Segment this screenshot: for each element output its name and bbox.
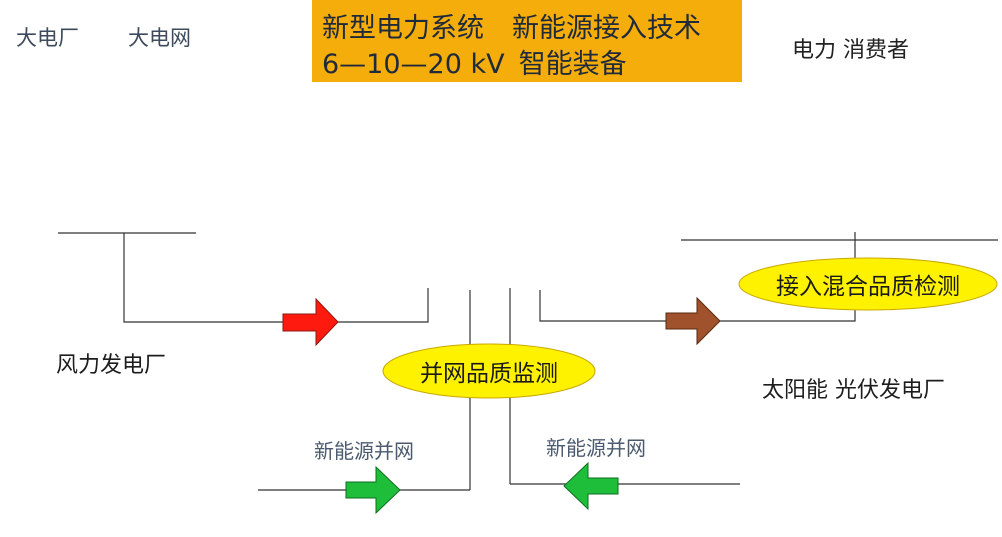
big-power-plant-label: 大电厂 <box>16 26 79 50</box>
green-arrow-right-icon <box>563 461 619 511</box>
right-grid-connection-label: 新能源并网 <box>546 436 646 460</box>
solar-plant-label: 太阳能 光伏发电厂 <box>762 378 945 403</box>
wind-plant-label: 风力发电厂 <box>56 353 167 378</box>
title-box: 新型电力系统新能源接入技术 6—10—20 kV 智能装备 <box>312 0 742 82</box>
hybrid-quality-label: 接入混合品质检测 <box>776 274 960 300</box>
title-line-1: 新型电力系统新能源接入技术 <box>322 6 701 45</box>
hybrid-quality-ellipse <box>738 257 998 311</box>
red-arrow-icon <box>282 297 339 347</box>
grid-quality-ellipse <box>382 343 596 399</box>
title-voltage-levels: 6—10—20 kV <box>322 49 505 80</box>
power-consumer-label: 电力 消费者 <box>792 38 909 63</box>
title-new-energy-access: 新能源接入技术 <box>512 13 701 44</box>
wind-connection-line <box>123 233 429 323</box>
title-line-2: 6—10—20 kV 智能装备 <box>322 42 627 81</box>
title-smart-equipment: 智能装备 <box>518 49 627 80</box>
grid-quality-label: 并网品质监测 <box>420 361 558 387</box>
big-power-grid-label: 大电网 <box>128 26 191 50</box>
brown-arrow-icon <box>665 296 721 346</box>
left-grid-connection-label: 新能源并网 <box>314 439 414 463</box>
green-arrow-left-icon <box>345 465 401 515</box>
title-new-power-system: 新型电力系统 <box>322 13 484 44</box>
